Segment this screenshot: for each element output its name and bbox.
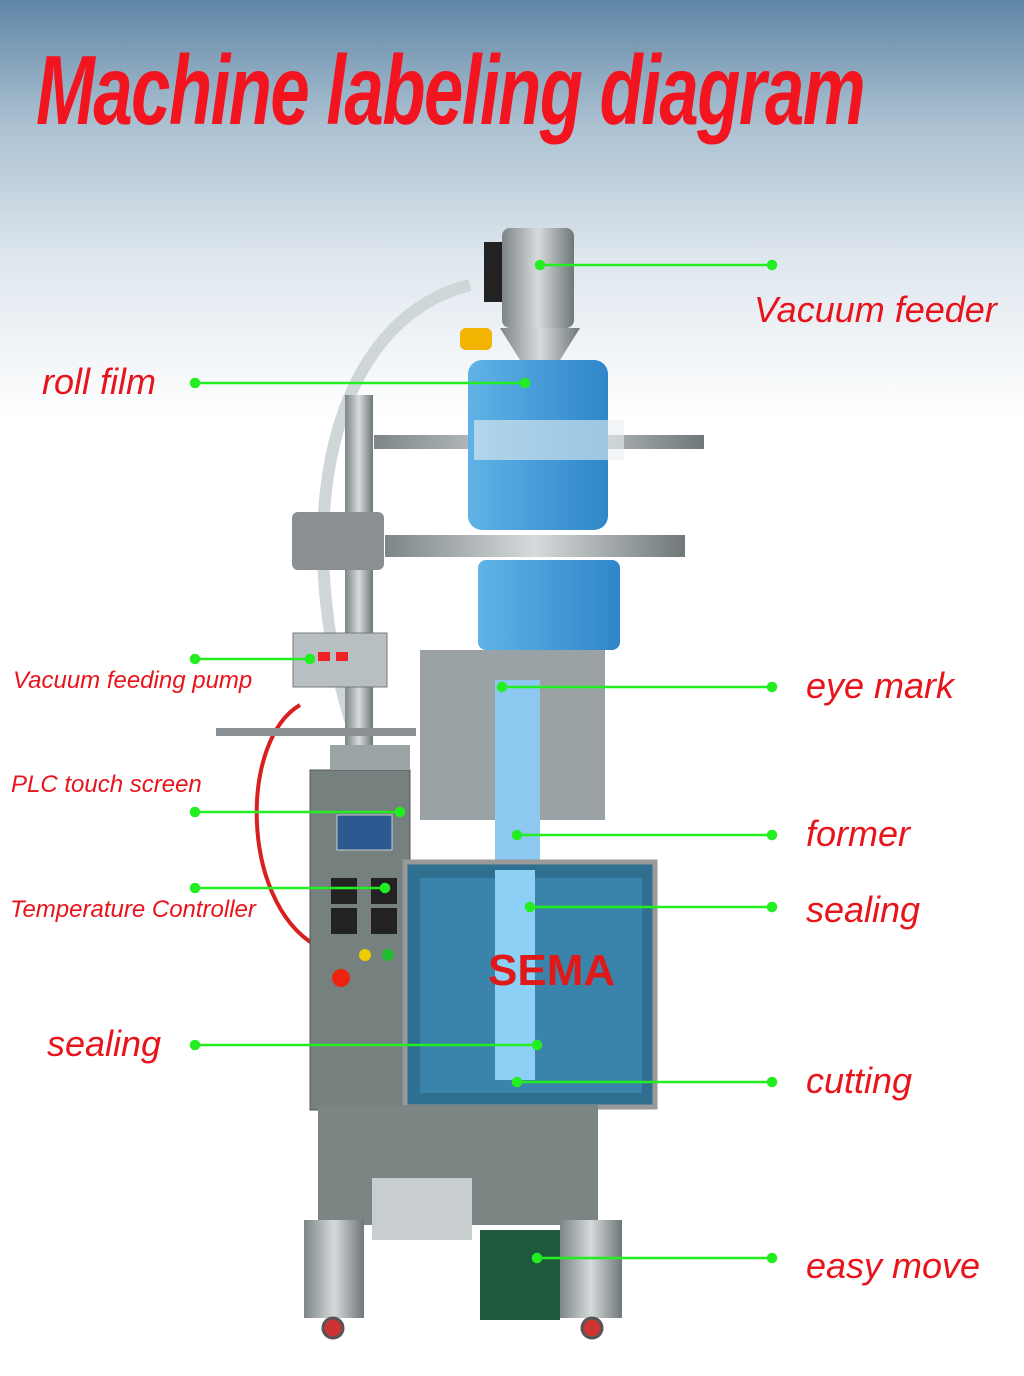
base-left-leg [304, 1220, 364, 1318]
vacuum-feeder-body [502, 228, 574, 328]
label-cutting: cutting [806, 1060, 913, 1101]
label-sealing-left: sealing [47, 1023, 162, 1064]
air-hose [254, 703, 317, 947]
label-vacuum-feeding-pump: Vacuum feeding pump [13, 667, 253, 694]
label-plc-touch-screen: PLC touch screen [11, 771, 202, 798]
label-vacuum-feeder: Vacuum feeder [754, 289, 997, 330]
wheel [580, 1316, 604, 1340]
label-former: former [806, 813, 911, 854]
leader-lines [189, 259, 778, 1264]
label-temperature-controller: Temperature Controller [10, 896, 256, 923]
wheel [321, 1316, 345, 1340]
label-roll-film: roll film [42, 361, 156, 402]
label-easy-move: easy move [806, 1245, 981, 1286]
label-eye-mark: eye mark [806, 665, 955, 706]
base-right-leg [560, 1220, 622, 1318]
machine-brand-logo: SEMA [488, 946, 615, 995]
plc-screen [336, 814, 393, 851]
frame-post [345, 395, 373, 775]
label-sealing-right: sealing [806, 889, 921, 930]
